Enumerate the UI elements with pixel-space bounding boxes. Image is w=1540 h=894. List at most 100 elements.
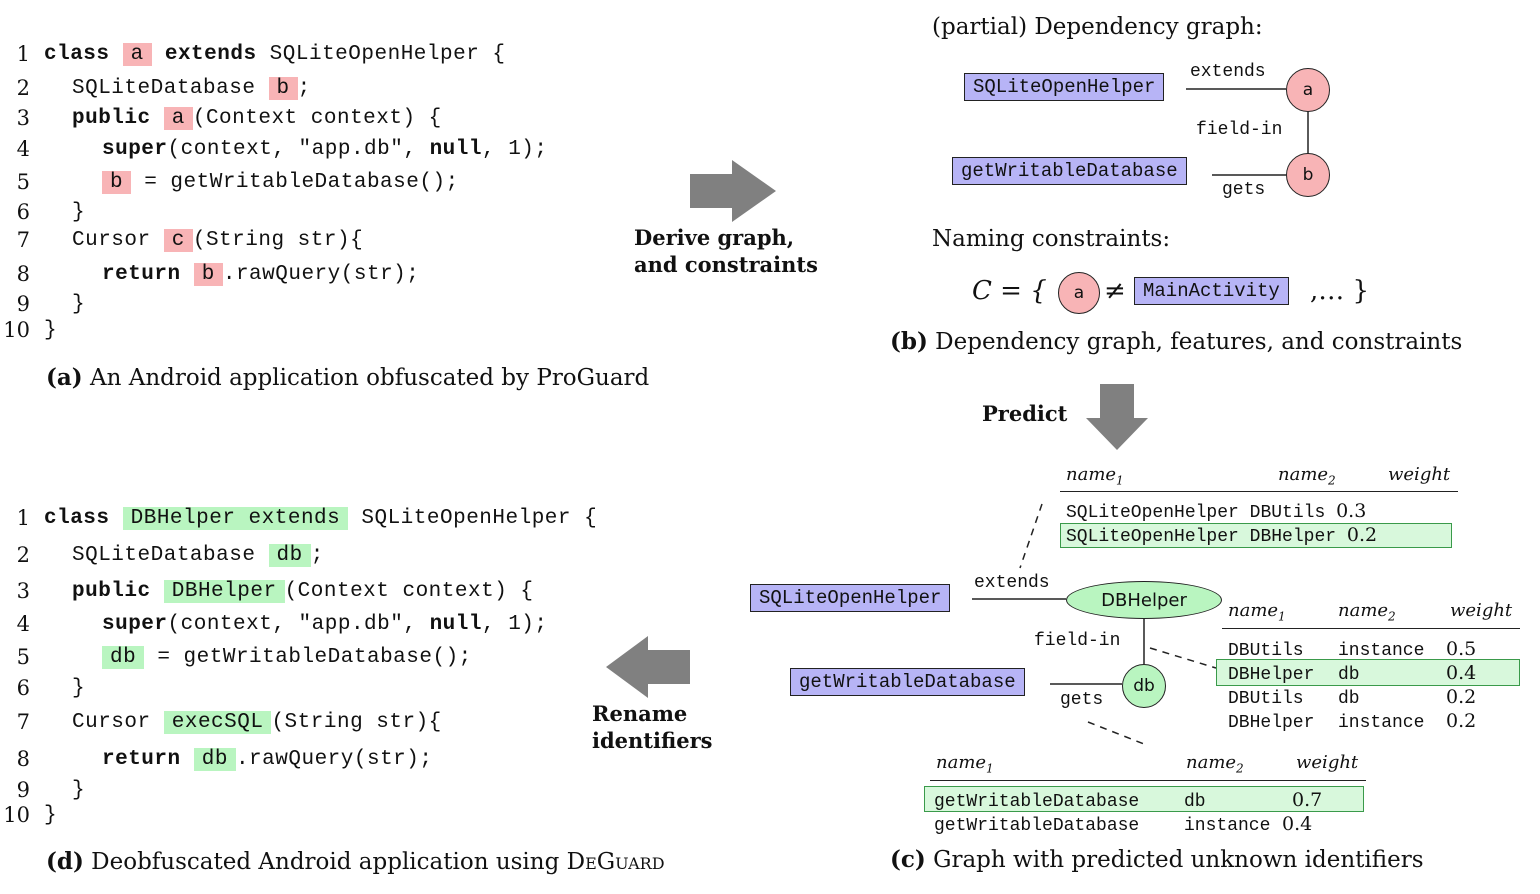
obfuscated-id: a xyxy=(122,43,152,66)
cell-name2: db xyxy=(1184,792,1206,812)
caption-a: (a) An Android application obfuscated by… xyxy=(46,364,649,391)
right-arrow-icon xyxy=(690,160,776,222)
constraint-node-a: a xyxy=(1058,272,1100,314)
left-arrow-icon xyxy=(606,636,690,698)
code-line-2: SQLiteDatabase db; xyxy=(72,543,324,569)
derive-label: Derive graph, and constraints xyxy=(634,224,818,278)
code-text: , 1); xyxy=(482,138,548,161)
rename-label-line2: identifiers xyxy=(592,728,713,753)
cell-name1: DBHelper xyxy=(1228,665,1315,685)
edge-field-in: field-in xyxy=(1196,120,1283,140)
node-getwritabledatabase: getWritableDatabase xyxy=(952,157,1187,185)
rename-label-line1: Rename xyxy=(592,701,688,726)
code-text: .rawQuery(str); xyxy=(222,263,420,286)
constraint-mainactivity: MainActivity xyxy=(1134,277,1289,305)
derive-label-line1: Derive graph, xyxy=(634,225,795,250)
header-text: name xyxy=(1066,464,1117,485)
code-text: (Context context) { xyxy=(284,580,534,603)
right-table-header-name1: name1 xyxy=(1228,600,1286,624)
code-text: Cursor xyxy=(72,229,151,252)
caption-label: (b) xyxy=(890,328,928,355)
code-text: (context, "app.db", xyxy=(167,613,417,636)
derive-label-line2: and constraints xyxy=(634,252,818,277)
cell-name1: getWritableDatabase xyxy=(934,816,1140,836)
header-sub: 2 xyxy=(1236,761,1244,776)
line-number: 2 xyxy=(16,543,30,567)
edge-extends: extends xyxy=(974,573,1050,593)
code-line-3: public DBHelper(Context context) { xyxy=(72,579,534,605)
cell-weight: 0.2 xyxy=(1346,524,1378,546)
code-text: , 1); xyxy=(482,613,548,636)
code-line-7: Cursor c(String str){ xyxy=(72,228,363,254)
naming-constraints-title: Naming constraints: xyxy=(932,226,1171,252)
deobfuscated-id: db xyxy=(102,646,145,669)
obfuscated-id: b xyxy=(268,77,298,100)
top-table-header-name2: name2 xyxy=(1278,464,1336,488)
cell-name1: DBUtils xyxy=(1228,689,1304,709)
caption-d: (d) Deobfuscated Android application usi… xyxy=(46,848,665,875)
cell-name2: instance xyxy=(1338,713,1425,733)
code-line-8: return db.rawQuery(str); xyxy=(102,747,432,773)
line-number: 7 xyxy=(16,710,30,734)
line-number: 8 xyxy=(16,747,30,771)
edge-gets: gets xyxy=(1060,690,1104,710)
down-arrow-icon xyxy=(1086,384,1148,450)
caption-label: (a) xyxy=(46,364,83,391)
keyword: super xyxy=(102,138,168,161)
code-text: (context, "app.db", xyxy=(167,138,417,161)
code-line-5: b = getWritableDatabase(); xyxy=(102,170,459,196)
cell-name2: db xyxy=(1338,689,1360,709)
line-number: 4 xyxy=(16,137,30,161)
caption-text: An Android application obfuscated by Pro… xyxy=(89,365,650,391)
bottom-table-header-name2: name2 xyxy=(1186,752,1244,776)
keyword: return xyxy=(102,748,181,771)
line-number: 9 xyxy=(16,778,30,802)
code-text: (Context context) { xyxy=(192,107,442,130)
keyword: class xyxy=(44,43,110,66)
keyword: super xyxy=(102,613,168,636)
line-number: 1 xyxy=(16,42,30,66)
cell-name1: DBUtils xyxy=(1228,641,1304,661)
highlight-row-box xyxy=(1216,659,1520,686)
code-text: = getWritableDatabase(); xyxy=(144,171,459,194)
constraint-prefix: C = { xyxy=(972,276,1047,306)
line-number: 2 xyxy=(16,76,30,100)
line-number: 3 xyxy=(16,106,30,130)
code-line-9: } xyxy=(72,779,86,802)
code-line-7: Cursor execSQL(String str){ xyxy=(72,710,442,736)
line-number: 10 xyxy=(3,803,30,827)
top-table-row-selected: SQLiteOpenHelper DBHelper 0.2 xyxy=(1066,524,1377,547)
code-text: (String str){ xyxy=(192,229,364,252)
node-dbhelper: DBHelper xyxy=(1066,581,1222,619)
cell-name1: SQLiteOpenHelper xyxy=(1066,503,1239,523)
keyword: public xyxy=(72,107,151,130)
code-text: .rawQuery(str); xyxy=(235,748,433,771)
node-sqliteopenhelper: SQLiteOpenHelper xyxy=(964,73,1165,101)
code-text: = getWritableDatabase(); xyxy=(157,646,472,669)
obfuscated-id: c xyxy=(163,229,193,252)
edge-extends: extends xyxy=(1190,62,1266,82)
node-sqliteopenhelper: SQLiteOpenHelper xyxy=(750,584,951,612)
cell-weight: 0.3 xyxy=(1336,500,1367,522)
cell-name2: instance xyxy=(1338,641,1425,661)
header-sub: 2 xyxy=(1328,473,1336,488)
top-table-header-name1: name1 xyxy=(1066,464,1124,488)
predicted-graph-edges xyxy=(972,503,1217,745)
cell-name2: instance xyxy=(1184,816,1271,836)
caption-text: Dependency graph, features, and constrai… xyxy=(935,329,1463,355)
keyword: null xyxy=(429,138,482,161)
table-rule xyxy=(930,780,1366,781)
header-text: name xyxy=(1186,752,1237,773)
node-getwritabledatabase: getWritableDatabase xyxy=(790,668,1025,696)
code-text: SQLiteDatabase xyxy=(72,77,256,100)
header-sub: 1 xyxy=(1116,473,1124,488)
top-table-row: SQLiteOpenHelper DBUtils 0.3 xyxy=(1066,500,1366,523)
node-db: db xyxy=(1122,664,1166,708)
header-sub: 1 xyxy=(986,761,994,776)
cell-weight: 0.2 xyxy=(1446,710,1477,732)
code-line-10: } xyxy=(44,804,58,827)
